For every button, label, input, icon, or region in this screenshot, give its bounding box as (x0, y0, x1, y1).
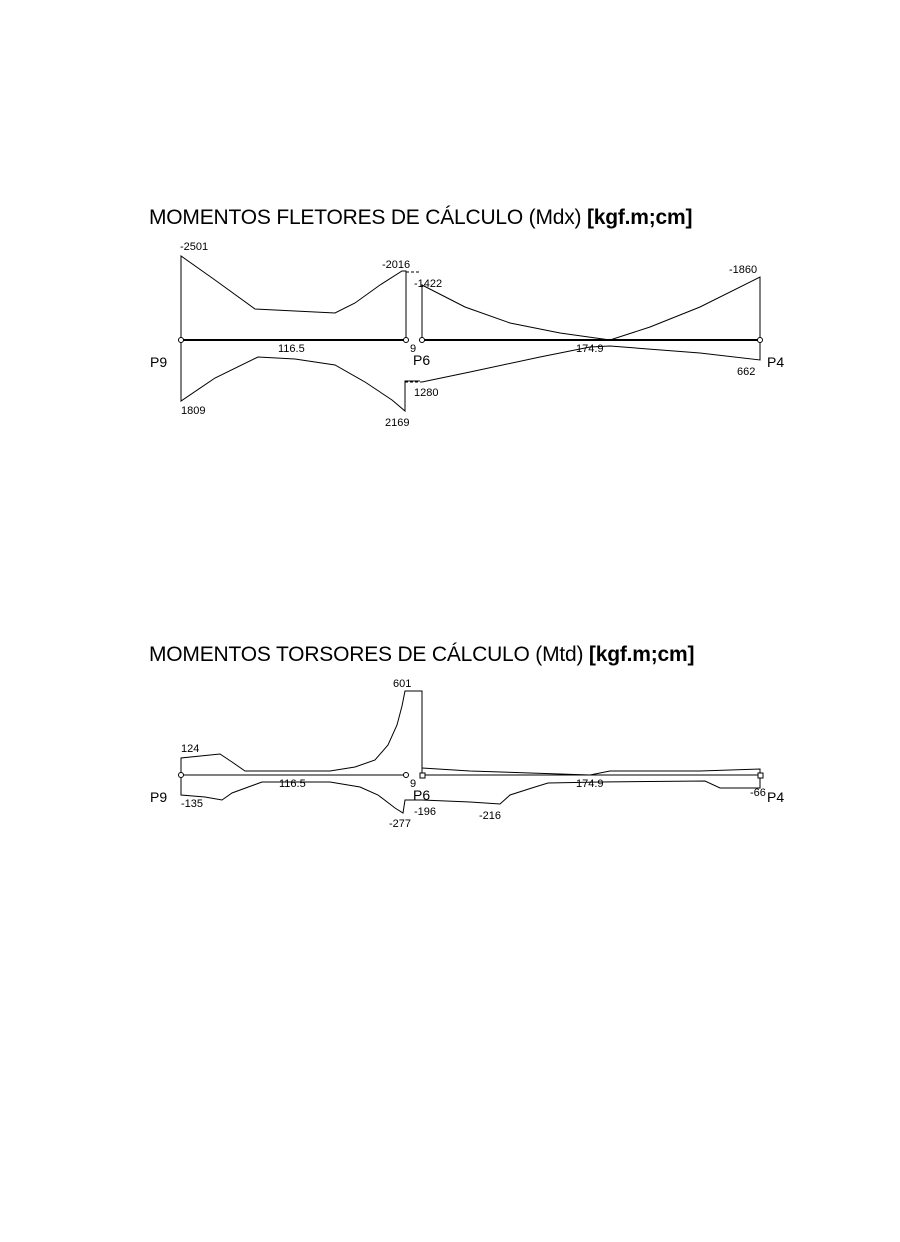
mdx-value-mid-bottom-left: 2169 (385, 417, 409, 429)
mtd-title-unit: [kgf.m;cm] (588, 643, 695, 666)
mdx-title-main: MOMENTOS FLETORES DE CÁLCULO (Mdx) (149, 206, 582, 229)
mtd-node-p6-left (403, 772, 409, 778)
mtd-value-left-top: 124 (181, 743, 199, 755)
mdx-support-p6: P6 (413, 352, 430, 368)
mdx-node-p6-left (403, 337, 409, 343)
mdx-support-p4: P4 (767, 354, 784, 370)
mtd-support-p4: P4 (767, 789, 784, 805)
mdx-node-p6-right (419, 337, 425, 343)
mtd-value-mid-bottom-left: -277 (389, 818, 411, 830)
mdx-span2-length: 174.9 (576, 343, 604, 355)
mtd-value-mid-bottom-right: -196 (414, 806, 436, 818)
mtd-value-span2-bottom: -216 (479, 810, 501, 822)
mtd-title-main: MOMENTOS TORSORES DE CÁLCULO (Mtd) (149, 643, 584, 666)
mdx-gap-length: 9 (410, 343, 416, 355)
mdx-support-p9: P9 (150, 354, 167, 370)
mdx-value-mid-top-right: -1422 (414, 278, 442, 290)
mtd-diagram: 601 124 -135 -277 -196 -216 -66 116.5 9 … (150, 678, 784, 830)
mdx-span1-length: 116.5 (278, 343, 305, 355)
mtd-support-p9: P9 (150, 789, 167, 805)
mdx-value-mid-bottom-right: 1280 (414, 387, 438, 399)
mdx-node-p4 (757, 337, 763, 343)
mdx-diagram-title: MOMENTOS FLETORES DE CÁLCULO (Mdx) [kgf.… (149, 206, 693, 230)
mtd-value-right-bottom: -66 (750, 787, 766, 799)
mtd-gap-length: 9 (410, 778, 416, 790)
mtd-diagram-title: MOMENTOS TORSORES DE CÁLCULO (Mtd) [kgf.… (149, 643, 694, 667)
mdx-value-left-top: -2501 (180, 241, 208, 253)
mdx-span2-bottom-curve (421, 340, 761, 383)
mdx-value-right-bottom: 662 (737, 366, 755, 378)
mtd-span1-bottom-curve (180, 775, 422, 814)
mtd-node-p9 (178, 772, 184, 778)
mtd-node-p4 (757, 772, 764, 779)
mtd-span2-length: 174.9 (576, 778, 604, 790)
mtd-value-left-bottom: -135 (181, 798, 203, 810)
mdx-node-p9 (178, 337, 184, 343)
mdx-span1-top-curve (180, 255, 407, 340)
mdx-value-left-bottom: 1809 (181, 405, 205, 417)
mdx-span1-bottom-curve (180, 340, 420, 413)
mtd-span2-bottom-curve (421, 775, 761, 805)
mdx-diagram: -2501 1809 -2016 -1422 2169 1280 -1860 6… (150, 241, 784, 429)
mtd-span1-length: 116.5 (279, 778, 306, 790)
mtd-support-p6: P6 (413, 787, 430, 803)
mtd-node-p6-right (419, 772, 426, 779)
mdx-title-unit: [kgf.m;cm] (586, 206, 693, 229)
mtd-span1-top-curve (180, 690, 423, 775)
mtd-span2-top-curve (421, 767, 761, 776)
mdx-value-mid-top-left: -2016 (382, 259, 410, 271)
mdx-value-right-top: -1860 (729, 264, 757, 276)
mtd-value-peak-top: 601 (393, 678, 411, 690)
mdx-span2-top-curve (421, 276, 761, 341)
